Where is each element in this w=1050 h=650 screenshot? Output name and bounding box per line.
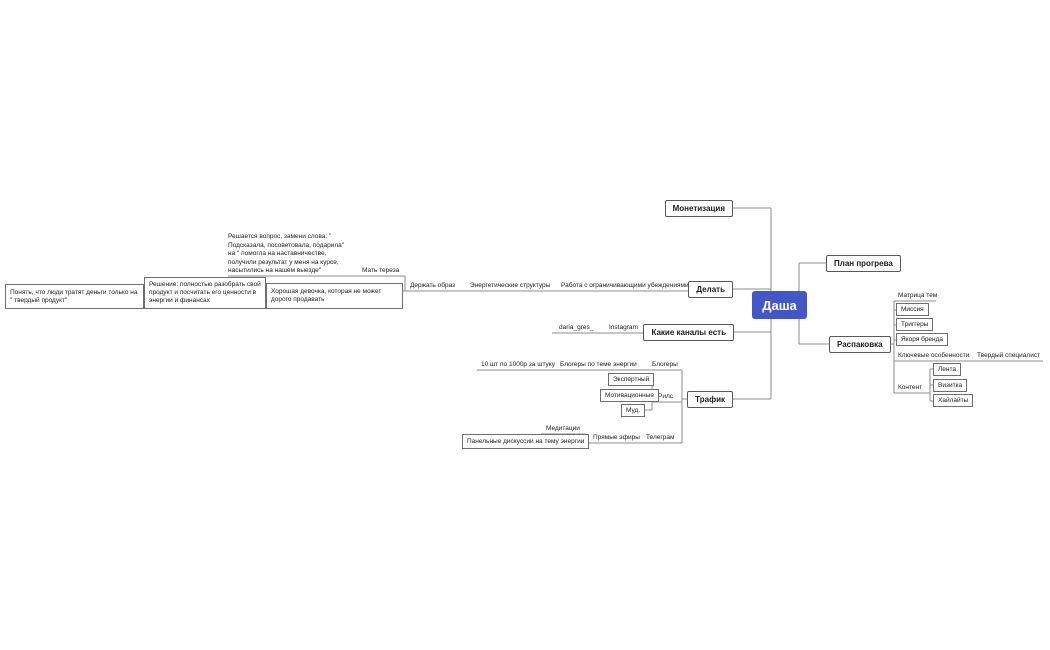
- node-business-card[interactable]: Визитка: [933, 379, 968, 392]
- node-mother-teresa[interactable]: Мать тереза: [362, 267, 400, 274]
- node-rephrase-note[interactable]: Решается вопрос, замени слова: " Подсказ…: [228, 233, 345, 274]
- node-monetization[interactable]: Монетизация: [664, 200, 733, 217]
- node-topic-matrix[interactable]: Матрица тем: [898, 292, 938, 299]
- node-work-beliefs[interactable]: Работа с ограничивающими убеждениями: [561, 282, 689, 289]
- node-energy-structures[interactable]: Энергетические структуры: [470, 282, 551, 289]
- node-live-streams[interactable]: Прямые эфиры: [593, 434, 640, 441]
- node-unpacking[interactable]: Распаковка: [829, 336, 891, 353]
- node-instagram-handle[interactable]: daria_gres_: [559, 324, 594, 331]
- node-reels-expert[interactable]: Экспертный: [608, 373, 655, 386]
- node-telegram[interactable]: Телеграм: [646, 434, 675, 441]
- node-traffic[interactable]: Трафик: [687, 391, 733, 408]
- node-do[interactable]: Делать: [688, 281, 733, 298]
- node-highlights[interactable]: Хайлайты: [933, 394, 974, 407]
- node-bloggers-price[interactable]: 10 шт по 1000р за штуку: [481, 361, 555, 368]
- node-understand[interactable]: Понять, что люди тратят деньги только на…: [5, 284, 144, 309]
- node-bloggers-energy[interactable]: Блогеры по теме энергии: [560, 361, 637, 368]
- node-feed[interactable]: Лента: [933, 363, 961, 376]
- node-brand-anchors[interactable]: Якоря бренда: [896, 333, 949, 346]
- node-reels-mood[interactable]: Муд.: [621, 404, 646, 417]
- node-keep-image[interactable]: Держать образ: [410, 282, 456, 289]
- node-reels-motivational[interactable]: Мотивационные: [600, 389, 659, 402]
- node-channels[interactable]: Какие каналы есть: [643, 324, 734, 341]
- node-root[interactable]: Даша: [752, 291, 807, 319]
- node-solution[interactable]: Решение: полностью разобрать свой продук…: [144, 277, 266, 309]
- node-instagram[interactable]: Instagram: [609, 324, 638, 331]
- node-triggers[interactable]: Триггеры: [896, 318, 934, 331]
- node-bloggers[interactable]: Блогеры: [652, 361, 678, 368]
- node-content[interactable]: Контент: [898, 384, 923, 391]
- node-meditations[interactable]: Медитации: [546, 425, 580, 432]
- node-good-girl[interactable]: Хорошая девочка, которая не может дорого…: [266, 283, 403, 309]
- node-solid-specialist[interactable]: Твердый специалист: [977, 352, 1041, 359]
- node-panel-discussions[interactable]: Панельные дискуссии на тему энергии: [462, 434, 590, 449]
- node-mission[interactable]: Миссия: [896, 303, 929, 316]
- node-warmup-plan[interactable]: План прогрева: [826, 255, 901, 272]
- node-key-features[interactable]: Ключевые особенности: [898, 352, 970, 359]
- node-reels[interactable]: Рилс: [658, 393, 674, 400]
